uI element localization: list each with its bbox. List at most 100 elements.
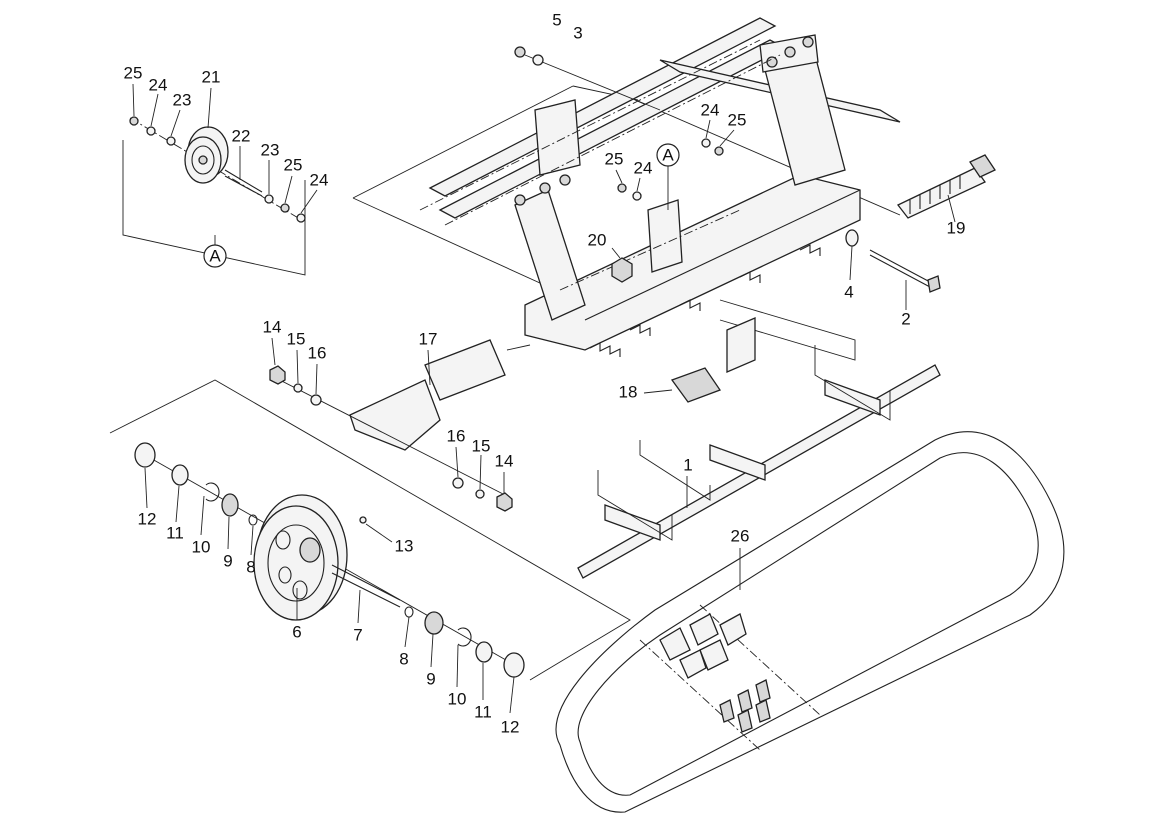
ref-a-frame-circle bbox=[656, 143, 680, 167]
track-lugs-outer bbox=[659, 613, 747, 679]
track-section-1 bbox=[639, 639, 761, 751]
washer-23-b bbox=[264, 194, 274, 204]
washer-15-a bbox=[293, 383, 303, 393]
callout-16-a: 16 bbox=[308, 343, 327, 362]
rear-leg bbox=[764, 54, 846, 186]
o-ring-8-b bbox=[404, 606, 414, 618]
callout-17: 17 bbox=[419, 329, 438, 348]
track-section-2 bbox=[699, 604, 821, 716]
bearing-9-b bbox=[424, 611, 444, 635]
nut-14-a bbox=[269, 365, 286, 385]
block-18 bbox=[670, 367, 722, 403]
callout-25-a: 25 bbox=[124, 63, 143, 82]
callout-19: 19 bbox=[947, 218, 966, 237]
seal-11-b bbox=[475, 641, 493, 663]
washer-24-d bbox=[632, 191, 642, 201]
washer-15-b bbox=[475, 489, 485, 499]
washer-16-a bbox=[310, 394, 322, 406]
callout-9-a: 9 bbox=[223, 551, 232, 570]
callout-24-a: 24 bbox=[149, 75, 168, 94]
track-frame bbox=[352, 17, 996, 357]
callout-22: 22 bbox=[232, 126, 251, 145]
cap-12-a bbox=[134, 442, 156, 468]
callout-15-a: 15 bbox=[287, 329, 306, 348]
callout-24-d: 24 bbox=[634, 158, 653, 177]
idler-wheel-assembly bbox=[109, 379, 631, 681]
callout-25-d: 25 bbox=[605, 149, 624, 168]
frame-centerline-3 bbox=[559, 209, 741, 291]
callout-25-b: 25 bbox=[284, 155, 303, 174]
front-leg bbox=[514, 189, 586, 321]
washer-24-c bbox=[701, 138, 711, 148]
nut-25-b bbox=[280, 203, 290, 213]
ref-a-detail-circle bbox=[203, 244, 227, 268]
roller-plane bbox=[719, 299, 856, 361]
arm-axis bbox=[269, 374, 506, 496]
callout-labels: 25 24 23 21 22 23 25 24 5 3 24 25 25 24 … bbox=[124, 10, 966, 736]
washer-4 bbox=[845, 229, 859, 247]
idler-shaft-7 bbox=[331, 564, 401, 608]
callout-8-a: 8 bbox=[246, 557, 255, 576]
bolt-2 bbox=[869, 249, 941, 293]
callout-11-a: 11 bbox=[166, 523, 184, 542]
callout-7: 7 bbox=[353, 625, 362, 644]
callout-leaders bbox=[132, 83, 956, 714]
callout-4: 4 bbox=[844, 282, 853, 301]
frame-plane-edge-2 bbox=[352, 197, 574, 299]
frame-plane-edge-1 bbox=[352, 85, 574, 199]
callout-9-b: 9 bbox=[426, 669, 435, 688]
track-inner bbox=[577, 452, 1039, 796]
callout-10-b: 10 bbox=[448, 689, 467, 708]
front-bracket bbox=[534, 99, 581, 176]
idler-roller-21 bbox=[184, 126, 229, 184]
callout-20: 20 bbox=[588, 230, 607, 249]
ref-a-frame-label: A bbox=[662, 145, 674, 164]
callout-10-a: 10 bbox=[192, 537, 211, 556]
arm-to-frame-line bbox=[506, 344, 531, 351]
circlip-10-a bbox=[205, 482, 220, 502]
callout-12-a: 12 bbox=[138, 509, 157, 528]
callout-15-b: 15 bbox=[472, 436, 491, 455]
washer-24-b bbox=[296, 213, 306, 223]
callout-23-a: 23 bbox=[173, 90, 192, 109]
callout-3: 3 bbox=[573, 23, 582, 42]
washer-3 bbox=[532, 54, 544, 66]
callout-23-b: 23 bbox=[261, 140, 280, 159]
idler-arm-17 bbox=[269, 339, 531, 512]
callout-2: 2 bbox=[901, 309, 910, 328]
washer-24-a bbox=[146, 126, 156, 136]
nut-20 bbox=[611, 257, 633, 283]
callout-5: 5 bbox=[552, 10, 561, 29]
callout-12-b: 12 bbox=[501, 717, 520, 736]
frame-centerline-2 bbox=[444, 54, 781, 226]
nut-25-c bbox=[714, 146, 724, 156]
o-ring-8-a bbox=[248, 514, 258, 526]
rubber-track-26 bbox=[555, 431, 1065, 813]
circlip-10-b bbox=[457, 627, 472, 647]
arm-fork bbox=[349, 379, 441, 451]
cap-12-b bbox=[503, 652, 525, 678]
frame-centerline-1 bbox=[419, 39, 761, 211]
ref-a-detail-label: A bbox=[209, 246, 221, 265]
beam-notches bbox=[589, 244, 821, 357]
nut-5 bbox=[514, 46, 526, 58]
callout-25-c: 25 bbox=[728, 110, 747, 129]
bracket-18-upright bbox=[726, 317, 756, 373]
callout-24-c: 24 bbox=[701, 100, 720, 119]
rail-posts bbox=[597, 345, 891, 541]
washer-23-a bbox=[166, 136, 176, 146]
roller-beam-assembly bbox=[577, 299, 941, 579]
callout-8-b: 8 bbox=[399, 649, 408, 668]
tension-bolt-19 bbox=[896, 154, 996, 219]
callout-21: 21 bbox=[202, 67, 221, 86]
callout-1: 1 bbox=[683, 455, 692, 474]
main-side-beam bbox=[524, 174, 861, 351]
callout-11-b: 11 bbox=[474, 702, 492, 721]
seal-11-a bbox=[171, 464, 189, 486]
beam-edge bbox=[584, 189, 861, 321]
roller-shaft-22 bbox=[224, 169, 263, 197]
track-outer bbox=[555, 431, 1065, 813]
track-lugs-inner bbox=[719, 679, 771, 733]
plug-13 bbox=[359, 516, 367, 524]
